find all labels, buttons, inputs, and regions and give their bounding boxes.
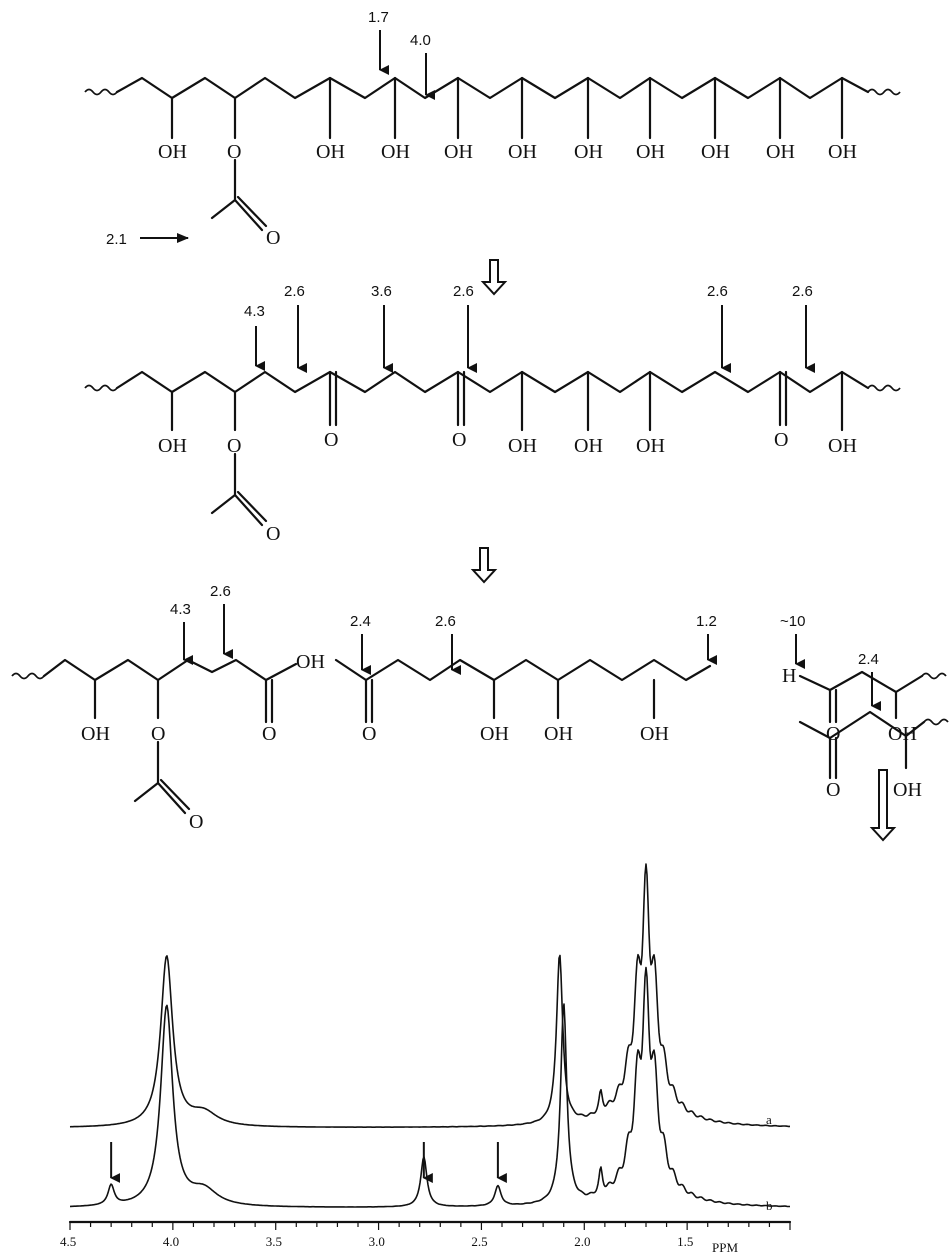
o-label: O [774, 429, 788, 451]
row2-shifts: 4.3 2.6 3.6 2.6 2.6 2.6 [244, 283, 815, 373]
oh-label: OH [893, 779, 922, 801]
oh-label: OH [640, 723, 669, 745]
shift-label: 1.2 [696, 613, 717, 630]
o-label: O [362, 723, 376, 745]
o-label: O [262, 723, 276, 745]
shift-label: 4.0 [410, 32, 431, 49]
reaction-arrow [480, 259, 508, 296]
row3-fragment-ketone [334, 658, 712, 724]
row3-fragment-acid [11, 658, 298, 815]
oh-label: OH [296, 651, 325, 673]
row3-shifts: 2.6 4.3 2.4 2.6 1.2 ~10 [170, 583, 805, 675]
row1-shifts: 1.7 4.0 2.1 [106, 9, 435, 248]
oh-label: OH [508, 141, 537, 163]
o-label: O [227, 435, 241, 457]
oh-label: OH [158, 435, 187, 457]
shift-label: 2.4 [858, 651, 879, 668]
row3-groups: OH OH O O O OH OH OH H O OH O [81, 651, 917, 833]
oh-label: OH [316, 141, 345, 163]
shift-label: 2.6 [435, 613, 456, 630]
reaction-arrow [470, 547, 498, 584]
o-label: O [266, 523, 280, 545]
series-label-b: b [766, 1198, 773, 1213]
oh-label: OH [574, 141, 603, 163]
trace-b [70, 966, 790, 1208]
oh-label: OH [636, 141, 665, 163]
x-axis-ticks [69, 1222, 791, 1230]
oh-label: OH [508, 435, 537, 457]
row1-polymer [84, 76, 901, 232]
oh-label: OH [381, 141, 410, 163]
series-label-a: a [766, 1112, 772, 1127]
o-label: O [324, 429, 338, 451]
oh-label: OH [81, 723, 110, 745]
shift-label: 2.4 [350, 613, 371, 630]
trace-a [69, 863, 790, 1128]
o-label: O [189, 811, 203, 833]
x-axis-unit: PPM [712, 1240, 738, 1255]
reaction-arrow [869, 769, 897, 842]
row4-shifts: 2.4 [858, 651, 881, 711]
x-tick-label: 2.0 [574, 1234, 590, 1249]
shift-label: 2.6 [453, 283, 474, 300]
shift-label: 4.3 [170, 601, 191, 618]
oh-label: OH [636, 435, 665, 457]
x-tick-label: 4.5 [60, 1234, 76, 1249]
x-tick-label: 3.0 [369, 1234, 385, 1249]
peak-arrows [110, 1142, 507, 1183]
h-label: H [782, 665, 796, 687]
oh-label: OH [544, 723, 573, 745]
o-label: O [826, 723, 840, 745]
x-tick-label: 2.5 [471, 1234, 487, 1249]
row3-fragment-aldehyde [798, 670, 947, 724]
o-label: O [266, 227, 280, 249]
oh-label: OH [766, 141, 795, 163]
shift-label: 1.7 [368, 9, 389, 26]
o-label: O [452, 429, 466, 451]
o-label: O [151, 723, 165, 745]
row4-fragment: O OH [798, 710, 949, 801]
oh-label: OH [828, 435, 857, 457]
row2-polymer [84, 370, 901, 527]
x-tick-label: 1.5 [677, 1234, 693, 1249]
oh-label: OH [574, 435, 603, 457]
shift-label: 4.3 [244, 303, 265, 320]
oh-label: OH [480, 723, 509, 745]
nmr-spectrum: a b 4.5 4.0 3.5 3.0 2.5 2.0 1.5 PPM [60, 863, 792, 1255]
shift-label: 3.6 [371, 283, 392, 300]
shift-label: 2.1 [106, 231, 127, 248]
shift-label: 2.6 [792, 283, 813, 300]
shift-label: 2.6 [707, 283, 728, 300]
shift-label: ~10 [780, 613, 805, 630]
shift-label: 2.6 [210, 583, 231, 600]
oh-label: OH [158, 141, 187, 163]
oh-label: OH [444, 141, 473, 163]
oh-label: OH [701, 141, 730, 163]
row1-groups: OH O OH OH OH OH OH OH OH OH OH O [158, 141, 857, 249]
x-tick-label: 4.0 [163, 1234, 179, 1249]
shift-label: 2.6 [284, 283, 305, 300]
o-label: O [227, 141, 241, 163]
oh-label: OH [828, 141, 857, 163]
x-tick-label: 3.5 [266, 1234, 282, 1249]
x-axis-labels: 4.5 4.0 3.5 3.0 2.5 2.0 1.5 [60, 1234, 693, 1249]
row2-groups: OH O O O OH OH OH O OH O [158, 429, 857, 545]
o-label: O [826, 779, 840, 801]
